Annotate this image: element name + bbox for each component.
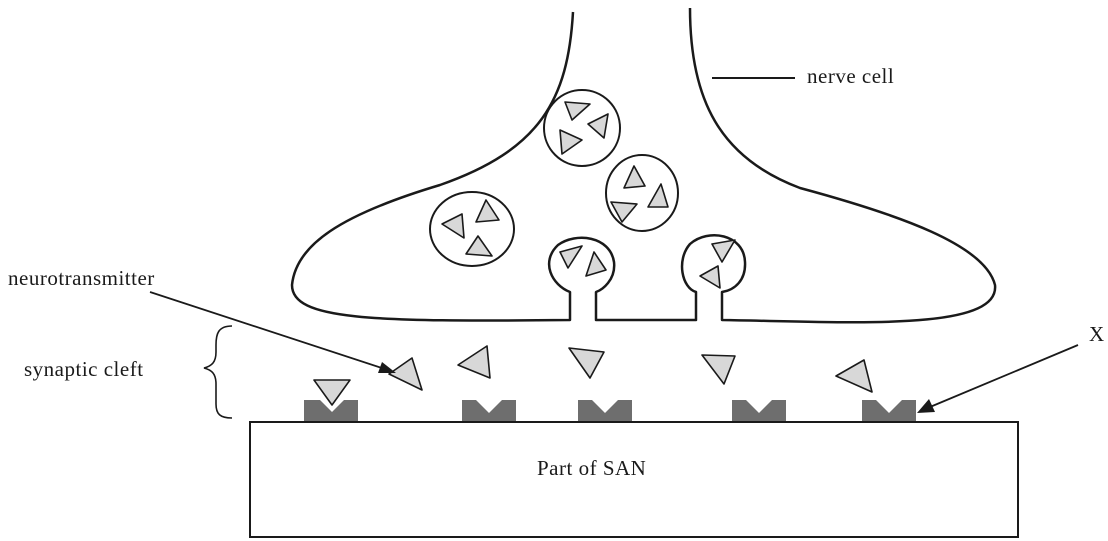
nerve-cell-label: nerve cell xyxy=(807,64,895,88)
neurotransmitter-molecule xyxy=(835,359,873,393)
receptor xyxy=(304,400,358,422)
nerve-cell-outline xyxy=(290,7,997,324)
neurotransmitter-molecule xyxy=(585,251,607,277)
neurotransmitter-molecule xyxy=(559,129,583,155)
neurotransmitter-molecule xyxy=(587,113,609,139)
neurotransmitter-molecule xyxy=(711,239,736,263)
neurotransmitter-molecule xyxy=(701,354,736,385)
x-arrowhead xyxy=(917,399,935,413)
x-label: X xyxy=(1089,322,1105,346)
receptor xyxy=(578,400,632,422)
neurotransmitter-molecule xyxy=(465,235,493,257)
neurotransmitter-molecule xyxy=(699,265,721,289)
vesicle xyxy=(543,89,621,167)
vesicle xyxy=(605,154,679,232)
neurotransmitter-molecule xyxy=(475,199,500,223)
receptor xyxy=(862,400,916,422)
x-arrow xyxy=(929,344,1079,408)
neurotransmitter-molecule xyxy=(647,183,669,208)
neurotransmitter-molecule xyxy=(388,357,423,391)
receptor xyxy=(462,400,516,422)
neurotransmitter-arrow xyxy=(149,291,386,370)
neurotransmitter-label: neurotransmitter xyxy=(8,266,155,290)
receptor xyxy=(732,400,786,422)
neurotransmitter-molecule xyxy=(313,379,351,406)
synaptic-cleft-brace xyxy=(203,325,233,419)
synaptic-cleft-label: synaptic cleft xyxy=(24,357,144,381)
neurotransmitter-arrowhead xyxy=(378,362,396,373)
neurotransmitter-molecule xyxy=(610,201,638,223)
san-block xyxy=(249,421,1019,538)
neurotransmitter-molecule xyxy=(457,345,491,379)
neurotransmitter-molecule xyxy=(623,165,646,189)
neurotransmitter-molecule xyxy=(568,347,605,379)
neurotransmitter-molecule xyxy=(564,101,591,121)
neurotransmitter-molecule xyxy=(441,213,465,239)
san-label: Part of SAN xyxy=(537,456,647,480)
neurotransmitter-molecule xyxy=(559,245,583,269)
